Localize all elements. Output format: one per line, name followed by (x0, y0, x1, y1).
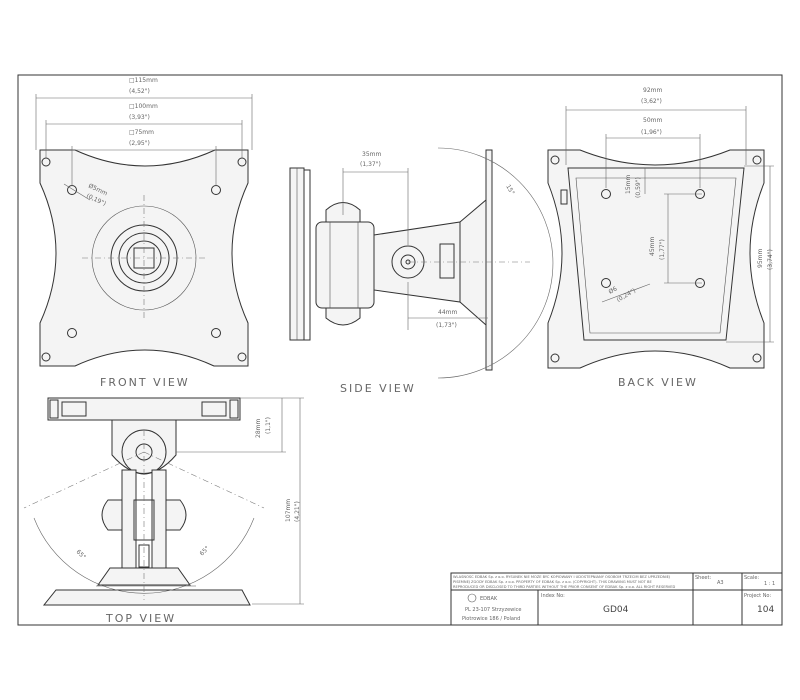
side-view-label: SIDE VIEW (340, 382, 416, 395)
top-view-label: TOP VIEW (105, 612, 176, 625)
side-view: 35mm (1,37") 44mm (1,73") 15° SIDE VIEW (289, 147, 554, 395)
dim-top-107-in: (4,21") (294, 501, 301, 522)
legal-notice-line-1: WLASNOSC EDBAK Sp. z o.o. RYSUNEK NIE MO… (453, 575, 670, 579)
side-wall-plate (459, 198, 487, 327)
back-plate-outline (547, 149, 765, 369)
company-address-2: Piotrowice 186 / Poland (462, 616, 520, 622)
project-value: 104 (757, 605, 774, 615)
dim-front-115-in: (4,52") (129, 88, 150, 95)
index-value: GD04 (603, 605, 629, 615)
dim-side-angle: 15° (504, 184, 515, 197)
dim-back-92: 92mm (643, 87, 662, 94)
sheet-label: Sheet: (695, 575, 711, 581)
dim-side-35-in: (1,37") (360, 161, 381, 168)
top-plate-tab-right (201, 401, 227, 417)
top-display-plate (47, 397, 241, 421)
side-rotation-arc (437, 147, 554, 379)
dim-side-44: 44mm (438, 309, 457, 316)
dim-front-75-in: (2,95") (129, 140, 150, 147)
dim-back-hole: Ø6 (608, 285, 619, 295)
dim-back-92-in: (3,62") (641, 98, 662, 105)
dim-back-15: 15mm (625, 175, 632, 194)
sheet-value: A3 (717, 580, 724, 586)
back-view: 92mm (3,62") 50mm (1,96") 15mm (0,59") 4… (547, 87, 774, 389)
back-hole (752, 155, 762, 165)
side-pivot-body (315, 221, 375, 309)
back-view-label: BACK VIEW (618, 376, 698, 389)
top-base-plate (42, 589, 251, 606)
dim-front-115: □115mm (129, 77, 158, 84)
back-hole (752, 353, 762, 363)
legal-notice-line-3: REPRODUCED OR DISCLOSED TO THIRD PARTIES… (453, 585, 676, 589)
dim-back-50-in: (1,96") (641, 129, 662, 136)
dim-back-15-in: (0,59") (635, 177, 642, 198)
front-hole (41, 352, 51, 362)
dim-top-28: 28mm (255, 419, 262, 438)
top-swing-arc (33, 517, 255, 594)
scale-value: 1 : 1 (764, 581, 775, 587)
dim-side-44-in: (1,73") (436, 322, 457, 329)
back-hole (601, 278, 611, 288)
dim-back-95: 95mm (757, 249, 764, 268)
dim-top-107: 107mm (285, 499, 292, 522)
drawing-border (17, 74, 783, 626)
back-hole (550, 155, 560, 165)
side-joint-inner (400, 254, 416, 270)
dim-side-35: 35mm (362, 151, 381, 158)
company-address-1: PL 23-107 Strzyzewice (465, 607, 521, 613)
dim-top-angle-right: 65° (198, 545, 210, 557)
back-hole (601, 189, 611, 199)
front-view: □115mm (4,52") □100mm (3,93") □75mm (2,9… (35, 77, 253, 389)
dim-back-45-in: (1,77") (659, 239, 666, 260)
top-knob-left (101, 499, 123, 531)
dim-top-28-in: (1,1") (265, 417, 272, 434)
front-hole (237, 352, 247, 362)
dim-back-50: 50mm (643, 117, 662, 124)
dim-front-100: □100mm (129, 103, 158, 110)
company-logo: EDBAK (467, 593, 498, 603)
dim-back-95-in: (3,74") (767, 249, 774, 270)
front-hole (67, 328, 77, 338)
back-hole (550, 353, 560, 363)
legal-notice-line-2: PISEMNEJ ZGODY EDBAK Sp. z o.o. PROPERTY… (453, 580, 652, 584)
side-knob (439, 243, 455, 279)
top-plate-tab-left (61, 401, 87, 417)
side-wall-plate-edge (485, 149, 493, 371)
back-side-tab (560, 189, 568, 205)
side-plate-clip (303, 169, 311, 341)
top-knob-right (165, 499, 187, 531)
dim-back-45: 45mm (649, 237, 656, 256)
dim-front-100-in: (3,93") (129, 114, 150, 121)
top-stem (138, 544, 150, 568)
front-hole (211, 328, 221, 338)
index-label: Index No: (541, 593, 565, 599)
dim-front-75: □75mm (129, 129, 154, 136)
project-label: Project No: (744, 593, 771, 599)
front-view-label: FRONT VIEW (100, 376, 190, 389)
top-view: 28mm (1,1") 107mm (4,21") 65° 65° TOP VI… (23, 397, 304, 625)
title-block: WLASNOSC EDBAK Sp. z o.o. RYSUNEK NIE MO… (450, 572, 783, 626)
side-pivot-cap-bottom (325, 307, 361, 326)
svg-text:EDBAK: EDBAK (480, 596, 498, 602)
dim-top-angle-left: 65° (75, 548, 87, 560)
back-bracket (567, 167, 745, 341)
scale-label: Scale: (744, 575, 759, 581)
